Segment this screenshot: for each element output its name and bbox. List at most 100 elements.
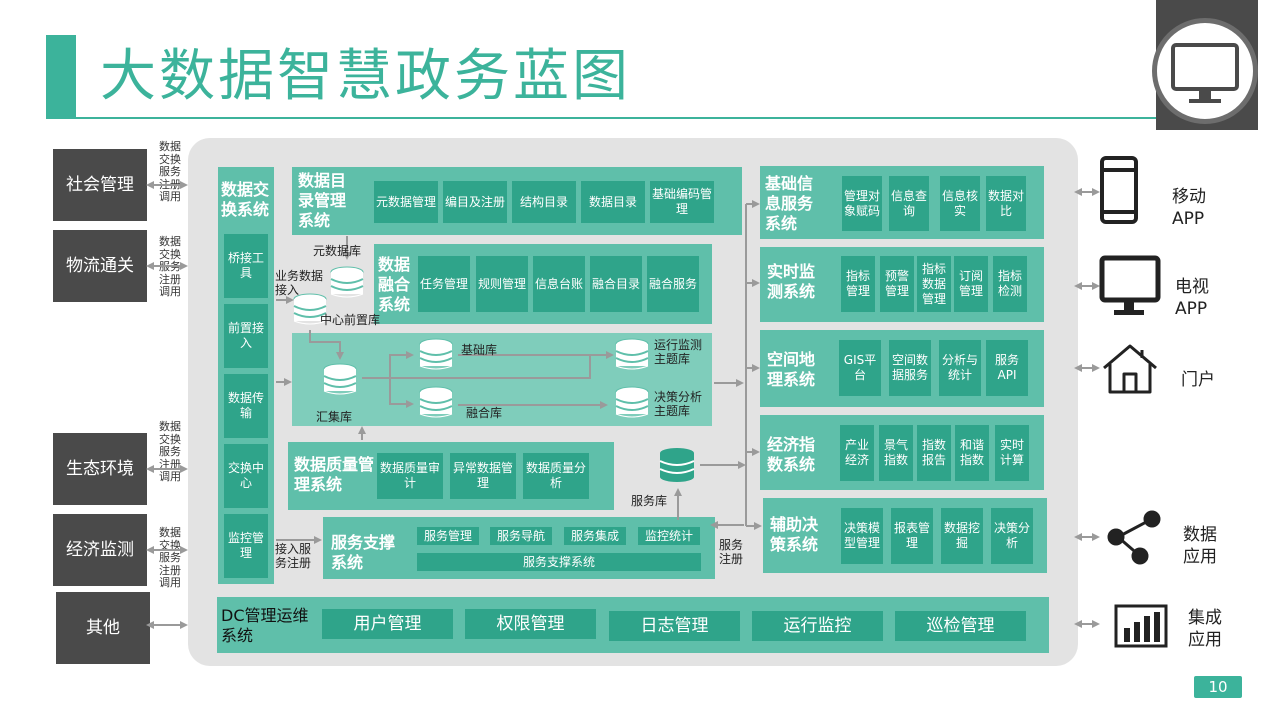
ops-title: DC管理运维系统 <box>221 606 309 645</box>
right-system-item: 实时计算 <box>995 425 1029 481</box>
quality-item-anomaly: 异常数据管理 <box>450 453 516 499</box>
fusion-item-task: 任务管理 <box>418 256 470 312</box>
right-system-item: 服务API <box>986 340 1028 396</box>
fusion-db-icon <box>419 386 453 418</box>
right-system-item: 和谐指数 <box>955 425 989 481</box>
right-system-item: GIS平台 <box>839 340 881 396</box>
source-ecological-environment: 生态环境 <box>53 433 147 505</box>
service-db-label: 服务库 <box>631 494 668 508</box>
catalog-title: 数据目录管理系统 <box>298 171 347 230</box>
title-accent-bar <box>46 35 76 118</box>
metadata-db-label: 元数据库 <box>313 244 362 258</box>
fusion-item-catalog: 融合目录 <box>590 256 642 312</box>
catalog-item-data-catalog: 数据目录 <box>581 181 645 223</box>
right-system-title: 空间地理系统 <box>767 350 816 389</box>
fusion-item-rule: 规则管理 <box>476 256 528 312</box>
exchange-label: 数据交换服务注册调用 <box>159 140 181 203</box>
right-system-item: 预警管理 <box>880 256 914 312</box>
right-system-item: 数据对比 <box>986 176 1026 231</box>
fusion-title: 数据融合系统 <box>378 255 411 314</box>
bar-chart-icon <box>1114 604 1168 648</box>
source-logistics-customs: 物流通关 <box>53 230 147 302</box>
service-support-item: 服务集成 <box>564 527 626 545</box>
right-system-item: 决策分析 <box>991 508 1033 564</box>
front-db-label: 中心前置库 <box>320 313 381 327</box>
exchange-item-data-transfer: 数据传输 <box>224 374 268 438</box>
exchange-item-monitor-management: 监控管理 <box>224 514 268 578</box>
exchange-system-title: 数据交换系统 <box>221 180 270 219</box>
business-access-label: 业务数据接入 <box>275 269 324 297</box>
ops-item-log: 日志管理 <box>609 611 740 641</box>
page-title: 大数据智慧政务蓝图 <box>100 44 631 109</box>
base-db-label: 基础库 <box>461 343 498 357</box>
fusion-db-label: 融合库 <box>466 406 503 420</box>
decision-topic-db-icon <box>615 386 649 418</box>
service-support-item: 服务管理 <box>417 527 479 545</box>
metadata-db-icon <box>330 266 364 298</box>
right-system-item: 订阅管理 <box>954 256 988 312</box>
service-db-icon <box>659 447 695 483</box>
house-icon <box>1103 344 1157 394</box>
source-economic-monitoring: 经济监测 <box>53 514 147 586</box>
right-system-title: 辅助决策系统 <box>770 515 819 554</box>
service-register-label: 服务注册 <box>719 538 744 566</box>
ops-item-inspection: 巡检管理 <box>895 611 1026 641</box>
right-system-item: 管理对象赋码 <box>842 176 882 231</box>
decision-topic-db-label: 决策分析主题库 <box>654 390 703 418</box>
fusion-item-ledger: 信息台账 <box>533 256 585 312</box>
catalog-item-structure: 结构目录 <box>512 181 576 223</box>
right-system-item: 数据挖掘 <box>941 508 983 564</box>
source-other: 其他 <box>56 592 150 664</box>
exchange-item-front-access: 前置接入 <box>224 304 268 368</box>
target-label-integration-app: 集成应用 <box>1188 608 1222 650</box>
catalog-item-base-code: 基础编码管理 <box>650 181 714 223</box>
target-label-portal: 门户 <box>1181 370 1215 390</box>
ops-item-permission: 权限管理 <box>465 609 596 639</box>
right-system-item: 指标管理 <box>841 256 875 312</box>
right-system-item: 报表管理 <box>891 508 933 564</box>
quality-item-analysis: 数据质量分析 <box>523 453 589 499</box>
right-system-item: 决策模型管理 <box>841 508 883 564</box>
right-system-title: 实时监测系统 <box>767 262 816 301</box>
service-support-bar: 服务支撑系统 <box>417 553 701 571</box>
hub-db-label: 汇集库 <box>316 410 353 424</box>
base-db-icon <box>419 338 453 370</box>
exchange-item-bridge-tool: 桥接工具 <box>224 234 268 298</box>
ops-topic-db-icon <box>615 338 649 370</box>
ops-item-monitor: 运行监控 <box>752 611 883 641</box>
exchange-item-exchange-center: 交换中心 <box>224 444 268 508</box>
service-support-item: 服务导航 <box>490 527 552 545</box>
catalog-item-metadata: 元数据管理 <box>374 181 438 223</box>
right-system-item: 信息核实 <box>940 176 980 231</box>
right-system-item: 指数报告 <box>917 425 951 481</box>
catalog-item-cataloging: 编目及注册 <box>443 181 507 223</box>
target-label-tv-app: 电视APP <box>1175 277 1209 319</box>
right-system-title: 经济指数系统 <box>767 435 816 474</box>
quality-title: 数据质量管理系统 <box>294 455 375 494</box>
monitor-icon <box>1099 255 1161 315</box>
page-number: 10 <box>1194 676 1242 698</box>
right-system-item: 分析与统计 <box>939 340 981 396</box>
service-support-item: 监控统计 <box>638 527 700 545</box>
source-social-management: 社会管理 <box>53 149 147 221</box>
smartphone-icon <box>1100 156 1138 224</box>
target-label-data-app: 数据应用 <box>1183 525 1217 567</box>
access-register-label: 接入服务注册 <box>275 542 312 570</box>
share-icon <box>1107 510 1161 565</box>
right-system-item: 指标数据管理 <box>917 256 951 312</box>
title-divider <box>46 117 1156 119</box>
ops-topic-db-label: 运行监测主题库 <box>654 338 703 366</box>
corner-monitor-badge <box>1152 18 1258 124</box>
right-system-item: 景气指数 <box>879 425 913 481</box>
target-label-mobile-app: 移动APP <box>1172 187 1206 229</box>
monitor-icon <box>1171 43 1239 103</box>
right-system-title: 基础信息服务系统 <box>765 174 814 233</box>
fusion-item-service: 融合服务 <box>647 256 699 312</box>
service-support-title: 服务支撑系统 <box>331 533 396 572</box>
right-system-item: 空间数据服务 <box>889 340 931 396</box>
right-system-item: 指标检测 <box>993 256 1027 312</box>
quality-item-audit: 数据质量审计 <box>377 453 443 499</box>
hub-db-icon <box>323 363 357 395</box>
ops-item-user: 用户管理 <box>322 609 453 639</box>
